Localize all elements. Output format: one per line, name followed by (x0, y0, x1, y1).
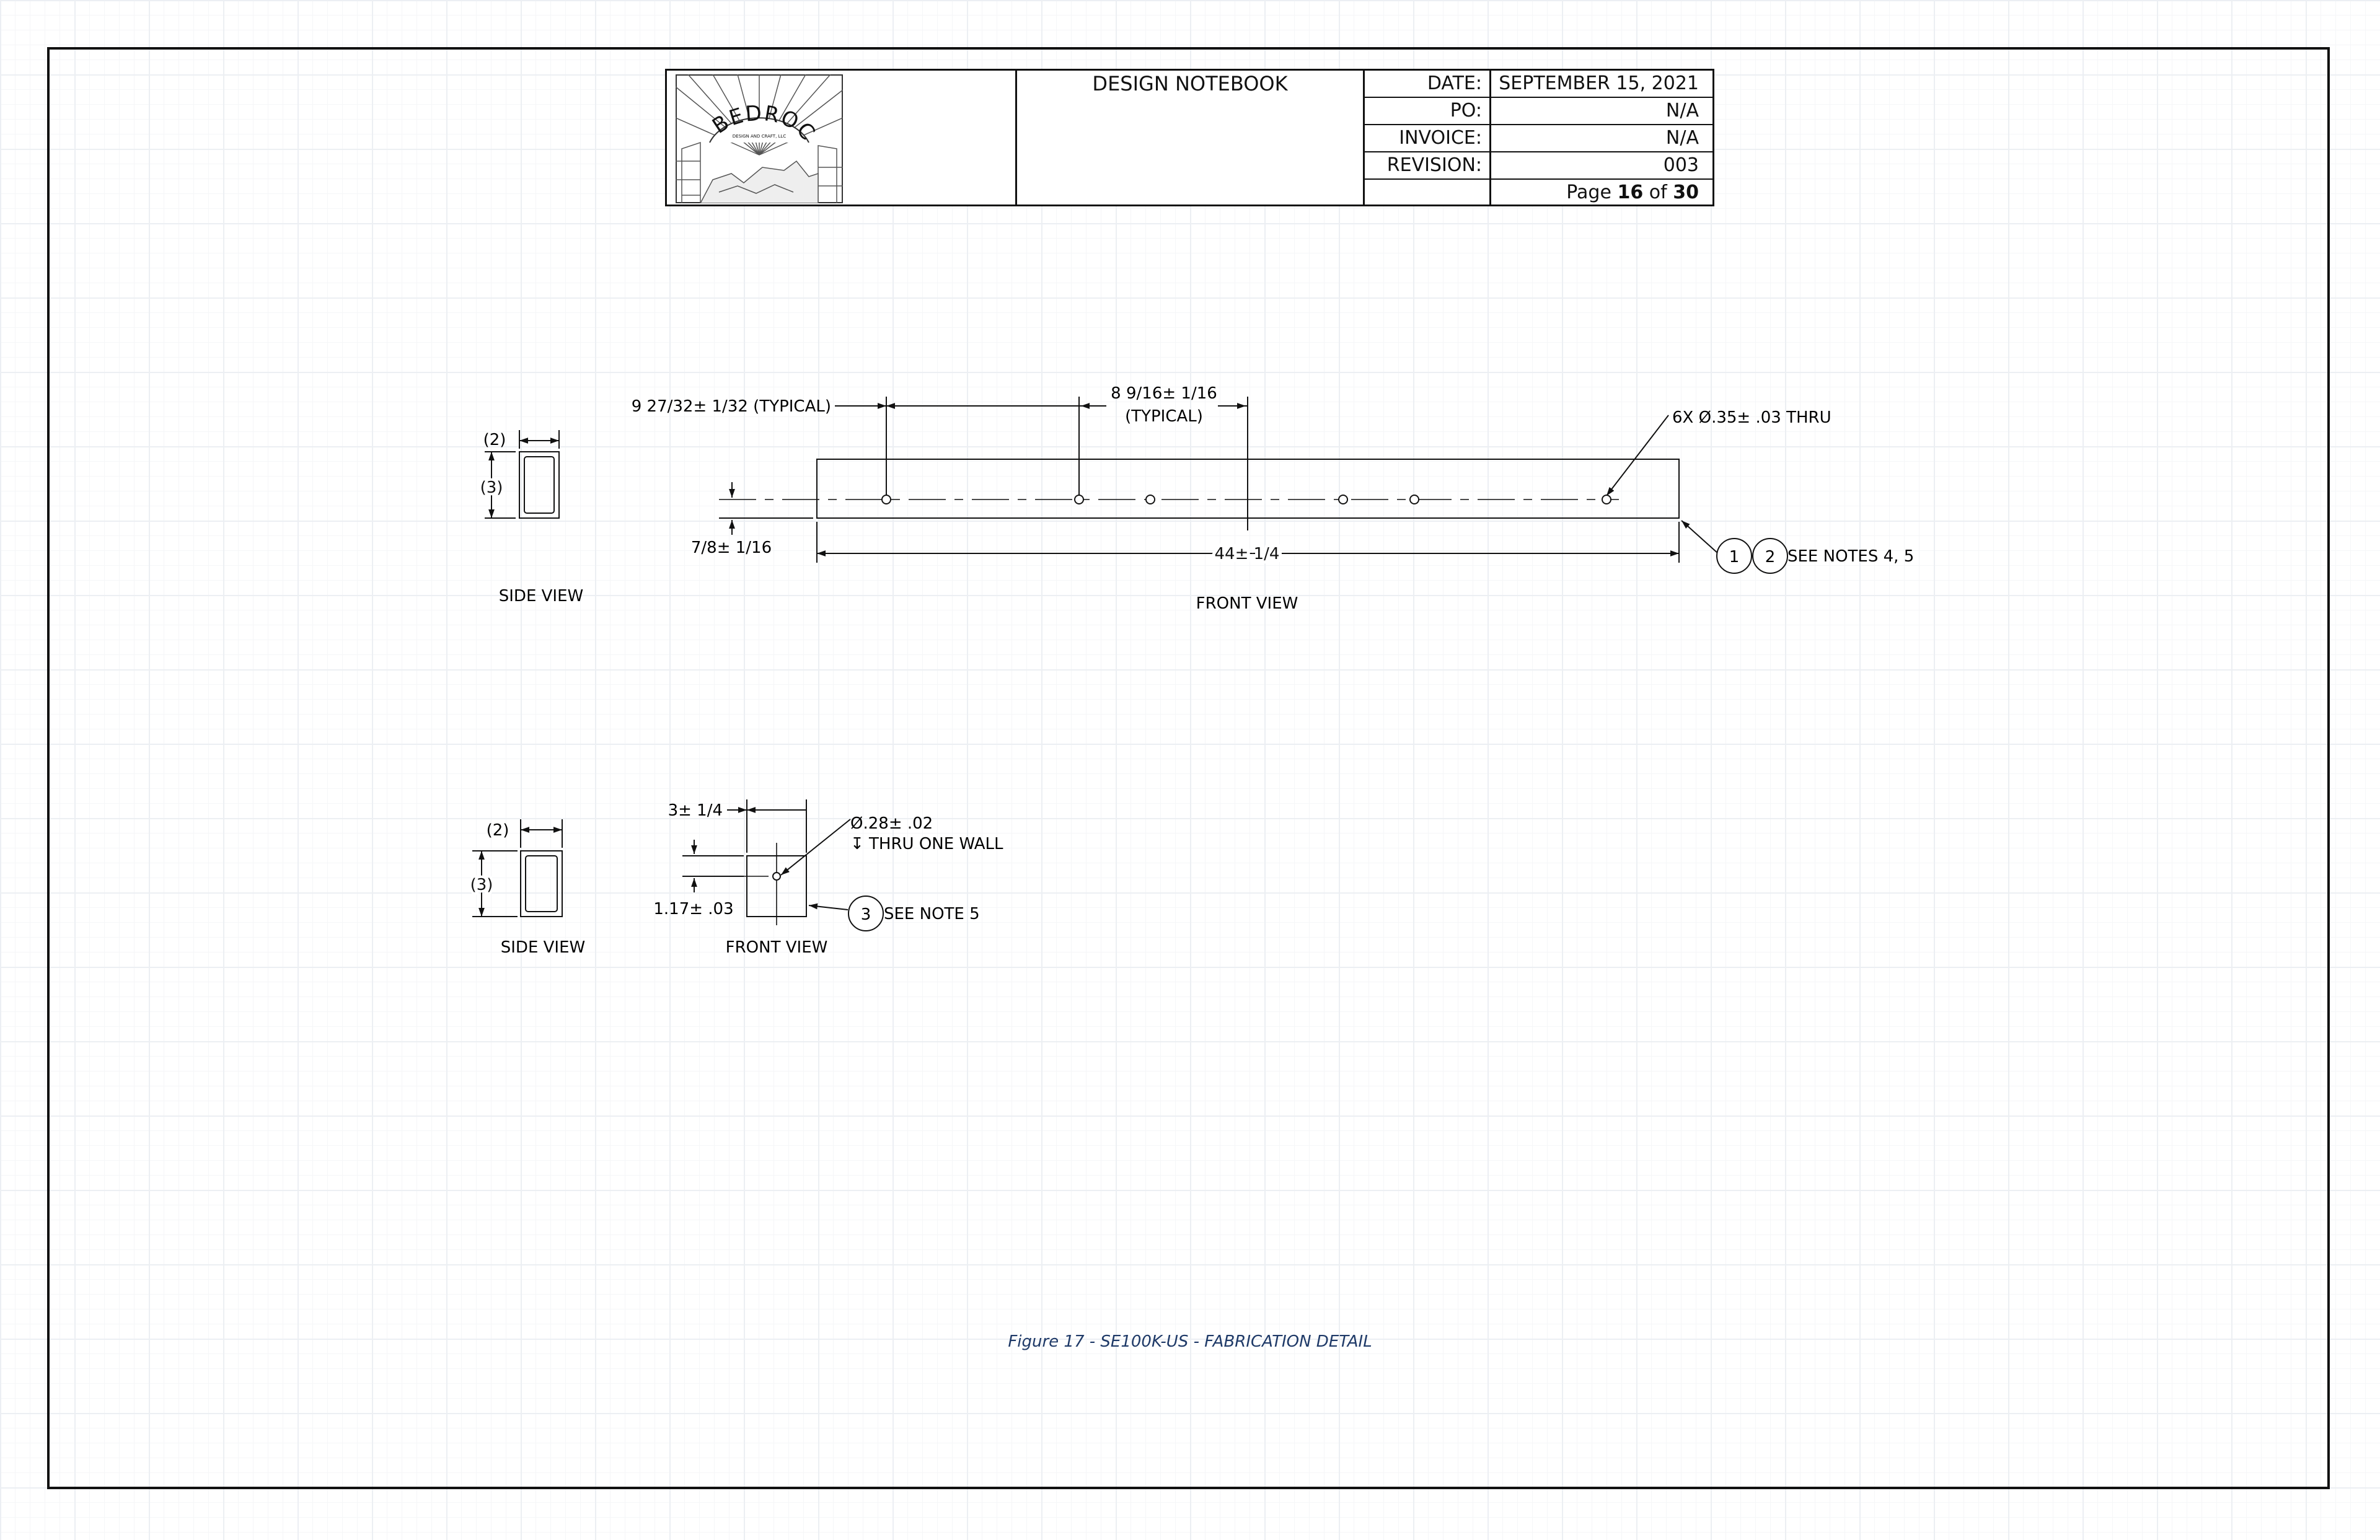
balloon-2 (1752, 538, 1788, 574)
drawing-1-notes-ref: SEE NOTES 4, 5 (1787, 547, 1914, 566)
drawing-2-hole-height-dim: 1.17± .03 (653, 900, 733, 918)
drawing-2-side-view (472, 819, 563, 917)
revision-value: 003 (1663, 154, 1699, 176)
drawing-1-length-dim: 44± 1/4 (1215, 545, 1280, 563)
po-label: PO: (1450, 100, 1482, 121)
drawing-1-hole-height-dim: 7/8± 1/16 (691, 539, 772, 557)
balloon-1 (1716, 538, 1752, 574)
page-number: Page 16 of 30 (1566, 182, 1699, 203)
balloon-1-label: 1 (1729, 548, 1740, 566)
drawing-1-side-width-dim: (2) (483, 431, 506, 449)
po-value: N/A (1665, 100, 1699, 121)
date-value: SEPTEMBER 15, 2021 (1499, 73, 1699, 94)
logo-subtext: DESIGN AND CRAFT, LLC (733, 134, 787, 139)
date-label: DATE: (1427, 73, 1482, 94)
drawing-2-notes-ref: SEE NOTE 5 (884, 905, 980, 923)
figure-caption: Figure 17 - SE100K-US - FABRICATION DETA… (1008, 1332, 1372, 1351)
drawing-2-front-view (682, 799, 851, 925)
drawing-2-side-height-dim: (3) (470, 876, 493, 894)
drawing-2-front-view-label: FRONT VIEW (726, 938, 828, 957)
drawing-2-hole-callout-depth: ↧ THRU ONE WALL (850, 835, 1003, 853)
drawing-2-hole (772, 872, 781, 881)
drawing-2-side-width-dim: (2) (487, 821, 509, 840)
drawing-2-length-dim: 3± 1/4 (668, 801, 723, 820)
invoice-value: N/A (1665, 127, 1699, 149)
drawing-1-side-view-label: SIDE VIEW (499, 587, 583, 605)
drawing-1-hole-spacing-dim: 8 9/16± 1/16 (1111, 384, 1217, 403)
drawing-1-side-view (485, 430, 560, 519)
notebook-title: DESIGN NOTEBOOK (1092, 72, 1288, 95)
drawing-1-hole-callout: 6X Ø.35± .03 THRU (1672, 408, 1831, 427)
revision-label: REVISION: (1386, 154, 1482, 176)
drawing-1-front-view-label: FRONT VIEW (1196, 594, 1298, 613)
balloon-3 (848, 895, 884, 931)
drawing-1-holes (881, 495, 1611, 504)
drawing-1-edge-to-hole-dim: 9 27/32± 1/32 (TYPICAL) (632, 397, 831, 416)
balloon-3-label: 3 (861, 905, 871, 924)
drawing-2-hole-callout: Ø.28± .02 (850, 814, 933, 833)
sheet-border (47, 47, 2330, 1489)
drawing-2-side-view-label: SIDE VIEW (501, 938, 585, 957)
drawing-1-hole-spacing-typical: (TYPICAL) (1125, 407, 1203, 426)
drawing-1-side-height-dim: (3) (480, 478, 503, 497)
drawing-1-front-view (719, 397, 1719, 563)
invoice-label: INVOICE: (1399, 127, 1482, 149)
balloon-2-label: 2 (1765, 548, 1776, 566)
title-block: BEDROCK DESIGN AND CRAFT, LLC DESIGN NOT… (665, 55, 1714, 206)
